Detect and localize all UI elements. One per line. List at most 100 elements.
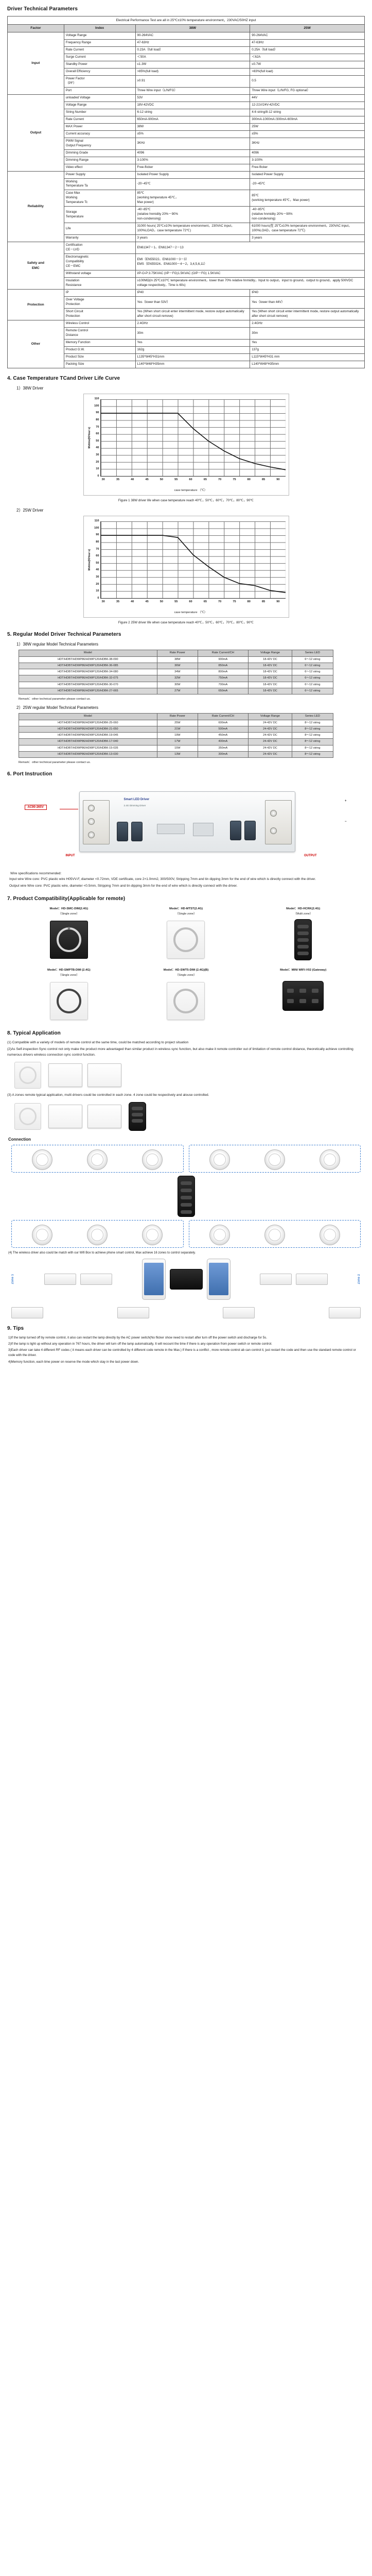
spec-value-38w: ±5% <box>135 130 251 138</box>
input-terminal-block <box>82 800 110 845</box>
model-header-2: Rate Current/CH <box>198 650 249 657</box>
led-panel-icon <box>48 1104 82 1128</box>
spec-value-38w: 3-100% <box>135 156 251 164</box>
y-tick-label: 40 <box>96 446 99 450</box>
remote-button-icon <box>297 952 309 956</box>
model-header-4: Series LED <box>292 650 333 657</box>
product-image <box>246 918 360 962</box>
x-tick-label: 65 <box>203 478 207 482</box>
typical-app-line-1: (1) Compatible with a variety of models … <box>7 1041 189 1045</box>
lamp-row <box>192 1224 358 1245</box>
spec-value-span-cell: EMI（EN55022、EN61000－3－3）EMS（EN55024、EN61… <box>135 253 365 271</box>
spec-value-25w: Yes <box>250 339 365 347</box>
model-header-1: Rate Power <box>156 713 199 720</box>
y-tick-label: 80 <box>96 418 99 422</box>
product-model-label: Model：MINI WIFI-V02 (Gateway) <box>280 969 327 972</box>
x-tick-label: 35 <box>116 600 120 604</box>
spec-row: Overall Efficiency>85%(full load)>83%(fu… <box>8 67 365 76</box>
spec-value-38w: 650mA-900mA <box>135 115 251 124</box>
spec-value-38w: L135*W45*H31mm <box>135 353 251 362</box>
spec-value-25w: 3KHz <box>250 137 365 150</box>
port-diagram: AC90-265V INPUT OUTPUT Smart LED Driver … <box>22 782 351 870</box>
x-tick-label: 55 <box>174 600 178 604</box>
spec-value-38w: 4096 <box>135 149 251 157</box>
model-value-cell: 6～12 string <box>292 656 333 663</box>
spec-index-cell: Packing Size <box>63 361 136 369</box>
remote-button-icon <box>297 938 309 942</box>
spec-value-25w: ＜62A <box>250 53 365 61</box>
model-value-cell: 38W <box>156 656 199 663</box>
typical-app-illustration <box>14 1061 365 1089</box>
spec-value-25w: Yes (When short circuit enter intermitte… <box>250 308 365 321</box>
chart-2-subtitle: 2）25W Driver <box>16 508 44 513</box>
x-tick-label: 45 <box>145 600 149 604</box>
spec-banner-row: Electrical Performance Test are all in 2… <box>7 15 365 25</box>
spec-index-cell: unloaded Voltage <box>63 94 136 102</box>
x-tick-label: 60 <box>189 600 192 604</box>
spec-factor-cell: Protection <box>7 289 64 321</box>
output-terminal-block <box>264 800 292 845</box>
model-value-cell: 13W <box>156 751 199 758</box>
x-tick-label: 35 <box>116 478 120 482</box>
model-value-cell: 27W <box>156 687 199 695</box>
spec-value-25w: IP40 <box>250 289 365 297</box>
model-value-cell: 21W <box>156 725 199 733</box>
chart-2-xlabel: case temperature （℃） <box>174 611 207 615</box>
spec-index-cell: Port <box>63 87 136 95</box>
spec-value-38w: Yes（lower than 53V） <box>135 296 251 309</box>
lamp-icon <box>264 1149 285 1170</box>
section-8-title: 8. Typical Application <box>7 1030 61 1037</box>
model-header-3: Voltage Range <box>247 713 293 720</box>
spec-factor-cell: Other <box>7 320 64 369</box>
y-tick-label: 90 <box>96 411 99 415</box>
spec-value-25w: 85℃(working temperature 45℃，Max power) <box>250 190 365 207</box>
remote-button-icon <box>180 1195 192 1199</box>
spec-value-38w: -20~45℃ <box>135 178 251 191</box>
spec-value-25w: 0.5 <box>250 75 365 88</box>
spec-index-cell: Product Size <box>63 353 136 362</box>
model-value-cell: 450mA <box>198 732 249 739</box>
spec-value-25w: 30m <box>250 327 365 340</box>
model-value-cell: 8～12 string <box>292 751 333 758</box>
remote-button-icon <box>180 1202 192 1207</box>
knob-icon <box>56 989 81 1014</box>
y-tick-label: 60 <box>96 554 99 558</box>
x-tick-label: 45 <box>145 478 149 482</box>
spec-index-cell: Dimming Grade <box>63 149 136 157</box>
spec-index-cell: Rate Current <box>63 115 136 124</box>
remote-button-icon <box>297 945 309 949</box>
y-tick-label: 30 <box>96 453 99 457</box>
zone-box-4 <box>188 1219 361 1248</box>
model-value-cell: 24-42V DC <box>247 744 293 752</box>
spec-value-span-cell: ≥100MΩ(in 25℃±10℃ temperature environmen… <box>135 277 365 290</box>
spec-index-cell: Warranty <box>63 234 136 243</box>
touch-ring-icon <box>56 927 81 953</box>
lamp-icon <box>142 1224 163 1245</box>
model-name-cell: HDT/HDBT/HDWP86/HDWP120/HDBK-15-035 <box>19 744 157 752</box>
smartphone-icon <box>141 1258 166 1300</box>
model-value-cell: 34W <box>156 669 199 676</box>
model-name-cell: HDT/HDBT/HDWP86/HDWP120/HDBK-21-050 <box>19 725 157 733</box>
spec-index-cell: Power Factor（PF） <box>63 75 136 88</box>
spec-value-38w: 3KHz <box>135 137 251 150</box>
model-header-4: Series LED <box>292 713 333 720</box>
model-value-cell: 15W <box>156 744 199 752</box>
model-value-cell: 750mA <box>198 675 249 682</box>
product-zone-label: （Single zone） <box>175 974 197 977</box>
model-value-cell: 36W <box>156 662 199 670</box>
spec-value-38w: IP40 <box>135 289 251 297</box>
